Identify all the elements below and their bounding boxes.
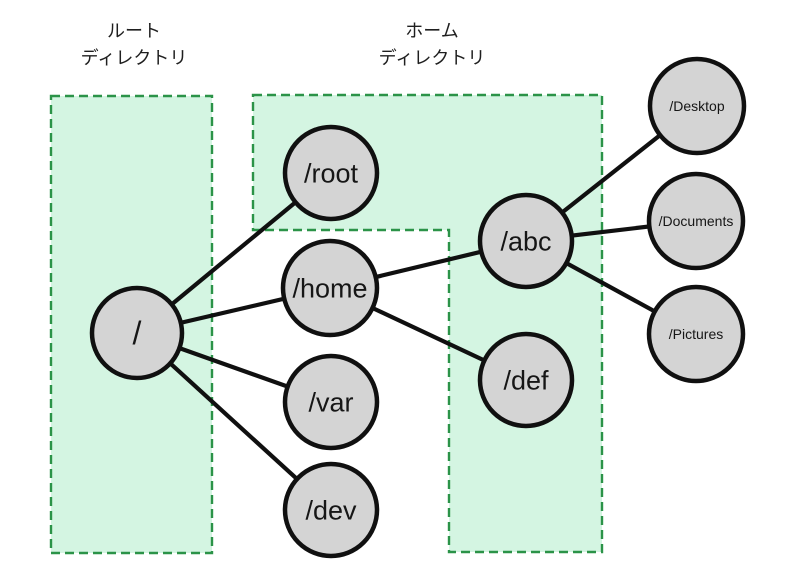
node-dev: /dev xyxy=(282,461,380,559)
root-directory-label: ルート ディレクトリ xyxy=(81,18,188,72)
node-circle-dev xyxy=(282,461,380,559)
node-circle-desktop xyxy=(647,56,747,156)
node-documents: /Documents xyxy=(646,171,746,271)
node-circle-root xyxy=(89,285,185,381)
nodes-layer: / /root/home/var/dev/abc/def/Desktop/Docu… xyxy=(89,56,747,559)
node-slashroot: /root xyxy=(282,124,380,222)
node-abc: /abc xyxy=(477,192,575,290)
node-desktop: /Desktop xyxy=(647,56,747,156)
root-directory-label-line2: ディレクトリ xyxy=(80,48,188,68)
node-label-home: /home xyxy=(292,273,367,303)
home-directory-label: ホーム ディレクトリ xyxy=(379,18,486,72)
node-label-documents: /Documents xyxy=(659,213,734,229)
node-pictures: /Pictures xyxy=(646,284,746,384)
node-var: /var xyxy=(282,353,380,451)
node-label-pictures: /Pictures xyxy=(669,326,723,342)
node-def: /def xyxy=(477,331,575,429)
node-root: / xyxy=(89,285,185,381)
node-circle-documents xyxy=(646,171,746,271)
node-home: /home xyxy=(280,238,380,338)
node-circle-pictures xyxy=(646,284,746,384)
node-label-slashroot: /root xyxy=(304,158,359,188)
node-label-dev: /dev xyxy=(305,495,357,525)
node-circle-home xyxy=(280,238,380,338)
node-circle-def xyxy=(477,331,575,429)
node-label-var: /var xyxy=(308,387,353,417)
node-circle-abc xyxy=(477,192,575,290)
node-label-root: / xyxy=(133,315,142,351)
node-circle-var xyxy=(282,353,380,451)
root-directory-label-line1: ルート xyxy=(107,21,161,41)
node-circle-slashroot xyxy=(282,124,380,222)
node-label-def: /def xyxy=(503,365,549,395)
home-directory-label-line1: ホーム xyxy=(405,21,459,41)
home-directory-label-line2: ディレクトリ xyxy=(378,48,486,68)
node-label-desktop: /Desktop xyxy=(669,98,724,114)
node-label-abc: /abc xyxy=(500,226,551,256)
